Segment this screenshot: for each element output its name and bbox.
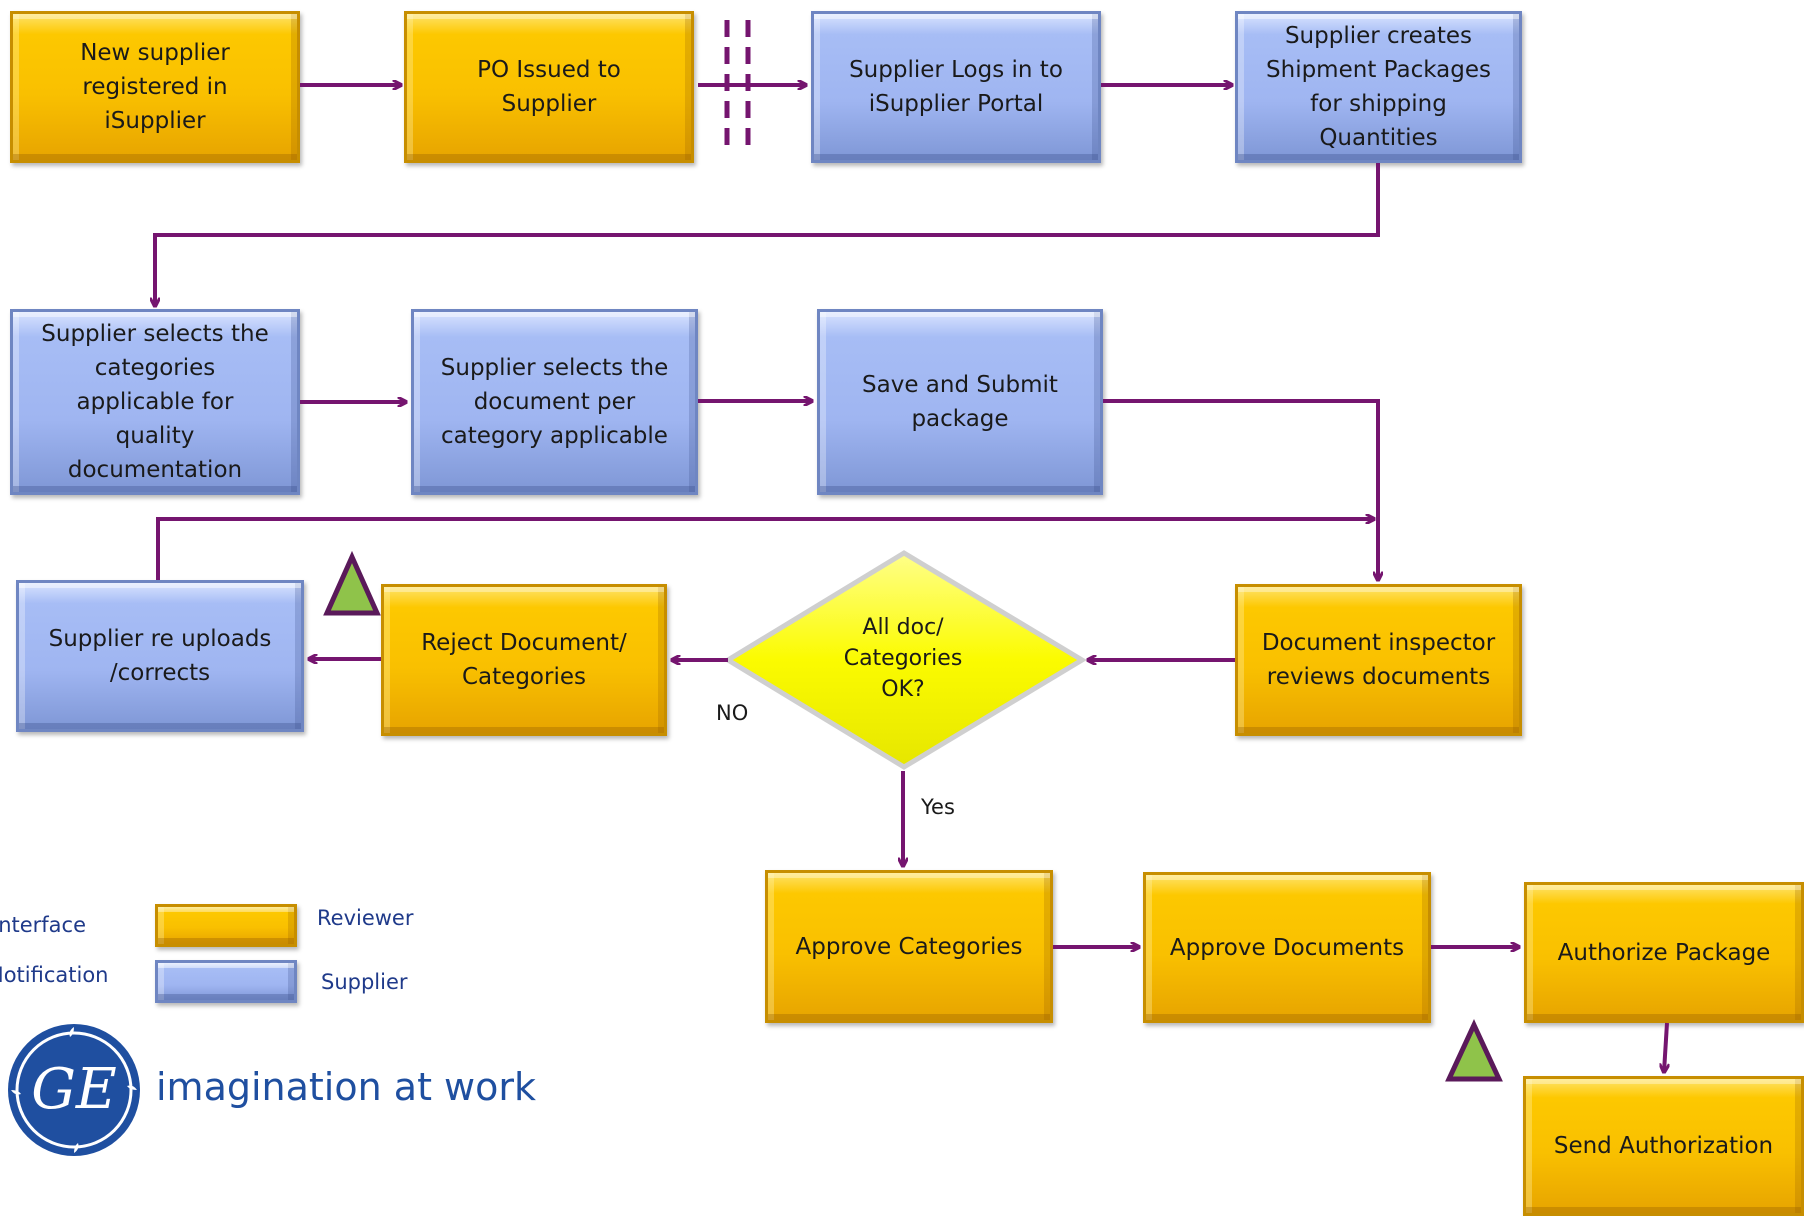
edge-label-yes: Yes — [921, 795, 955, 819]
node-po-issued: PO Issued to Supplier — [404, 11, 694, 163]
edge-reupload-loop — [156, 519, 1374, 580]
edge-authorize-to-send — [1664, 1022, 1667, 1072]
node-approve-documents: Approve Documents — [1143, 872, 1431, 1023]
notification-triangle-icon — [323, 550, 381, 616]
node-document-inspector-reviews: Document inspector reviews documents — [1235, 584, 1522, 736]
ge-logo: GE — [8, 1024, 140, 1156]
node-reject-document: Reject Document/ Categories — [381, 584, 667, 736]
legend-reviewer-swatch — [155, 904, 297, 947]
decision-diamond — [723, 550, 1087, 770]
node-supplier-reuploads: Supplier re uploads /corrects — [16, 580, 304, 732]
edge-save-to-inspector — [1103, 399, 1378, 580]
legend-notification-label: Notification — [0, 963, 109, 987]
node-save-and-submit: Save and Submit package — [817, 309, 1103, 495]
legend-interface-label: Interface — [0, 913, 87, 937]
ge-logo-mark: GE — [31, 1057, 117, 1122]
notification-triangle-icon — [1445, 1019, 1503, 1082]
node-supplier-creates-packages: Supplier creates Shipment Packages for s… — [1235, 11, 1522, 163]
edge-label-no: NO — [716, 701, 749, 725]
edge-creates-to-selects-categories — [155, 163, 1380, 306]
node-new-supplier-registered: New supplier registered in iSupplier — [10, 11, 300, 163]
node-supplier-selects-document: Supplier selects the document per catego… — [411, 309, 698, 495]
node-authorize-package: Authorize Package — [1524, 882, 1804, 1023]
node-supplier-logs-in: Supplier Logs in to iSupplier Portal — [811, 11, 1101, 163]
brand-tagline: imagination at work — [156, 1065, 536, 1109]
legend-reviewer-label: Reviewer — [317, 906, 414, 930]
node-approve-categories: Approve Categories — [765, 870, 1053, 1023]
decision-label: All doc/ Categories OK? — [843, 615, 963, 702]
interface-separator — [724, 20, 751, 152]
legend-supplier-label: Supplier — [321, 970, 408, 994]
legend-supplier-swatch — [155, 960, 297, 1003]
node-send-authorization: Send Authorization — [1523, 1076, 1804, 1216]
node-supplier-selects-categories: Supplier selects the categories applicab… — [10, 309, 300, 495]
